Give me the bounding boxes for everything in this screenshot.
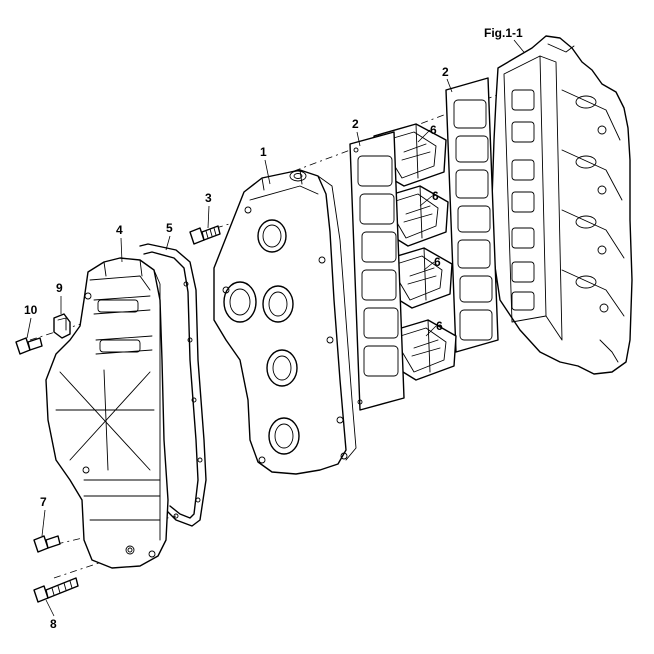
bolt-10 [15, 337, 43, 355]
reed-valve-3 [383, 247, 453, 309]
gasket-manifold-side [349, 131, 405, 411]
figure-label: Fig.1-1 [484, 26, 523, 40]
grommet-9 [53, 313, 71, 339]
callout-9-grommet: 9 [56, 281, 63, 295]
callout-7-bolt: 7 [40, 495, 47, 509]
callout-2-manifold-gasket: 2 [352, 117, 359, 131]
intake-manifold [213, 169, 357, 475]
cover-gasket [139, 243, 207, 527]
callout-6-reed-1: 6 [430, 123, 437, 137]
callout-3-bolt: 3 [205, 191, 212, 205]
bolt-8 [33, 577, 79, 603]
bolt-7 [33, 535, 61, 553]
bolt-3 [189, 225, 221, 245]
callout-6-reed-2: 6 [432, 189, 439, 203]
callout-8-bolt: 8 [50, 617, 57, 631]
gasket-block-side [445, 77, 499, 353]
callout-10-bolt: 10 [24, 303, 38, 317]
callout-1-manifold: 1 [260, 145, 267, 159]
crankcase-block [491, 35, 633, 375]
intake-cover [45, 257, 169, 569]
callout-6-reed-3: 6 [434, 255, 441, 269]
callout-6-reed-4: 6 [436, 319, 443, 333]
callout-2-block-gasket: 2 [442, 65, 449, 79]
callout-5-gasket: 5 [166, 221, 173, 235]
callout-4-cover: 4 [116, 223, 123, 237]
